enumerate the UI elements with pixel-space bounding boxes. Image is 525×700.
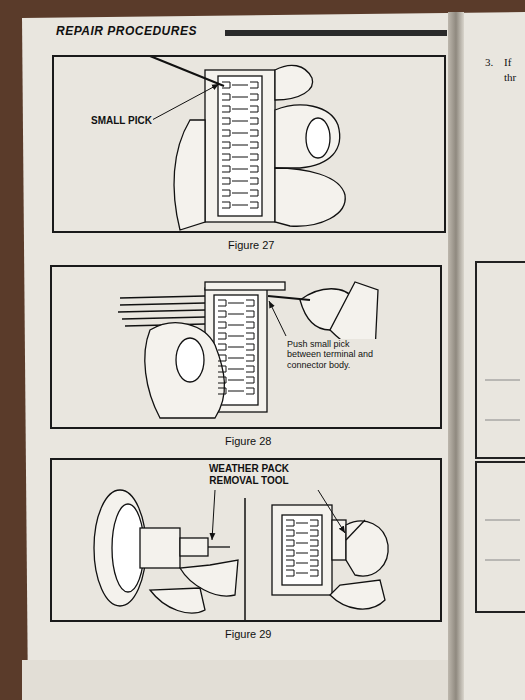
page-text: thr [503, 71, 517, 84]
terminal-row [218, 388, 254, 394]
terminal-row [222, 118, 258, 124]
terminal-row [222, 142, 258, 148]
page-text: 3. [484, 56, 494, 69]
terminal-row [222, 94, 258, 100]
terminal-row [222, 106, 258, 112]
note-text: Push small pick between terminal and con… [286, 339, 380, 370]
terminal-row [218, 333, 254, 339]
terminal-row [286, 540, 318, 546]
terminal-row [218, 322, 254, 328]
figure-frame: SMALL PICKFigure 27 [52, 55, 446, 233]
terminal-row [222, 82, 258, 88]
terminal-row [218, 344, 254, 350]
terminal-row [218, 377, 254, 383]
figure-caption: Figure 28 [224, 435, 272, 448]
figure-caption: Figure 27 [227, 239, 275, 252]
terminal-row [218, 300, 254, 306]
terminal-row [222, 178, 258, 184]
terminal-row [222, 202, 258, 208]
callout-label: SMALL PICK [90, 115, 153, 127]
page-header: REPAIR PROCEDURES [55, 25, 198, 39]
figure-frame: WEATHER PACK REMOVAL TOOLFigure 29 [50, 458, 442, 622]
terminal-row [218, 366, 254, 372]
terminal-row [286, 550, 318, 556]
terminal-row [286, 530, 318, 536]
page-text: If [503, 56, 512, 69]
terminal-row [286, 560, 318, 566]
terminal-row [218, 355, 254, 361]
terminal-row [286, 570, 318, 576]
figure-caption: Figure 29 [224, 628, 272, 641]
callout-label: WEATHER PACK REMOVAL TOOL [192, 463, 306, 486]
terminal-row [222, 190, 258, 196]
terminal-row [218, 311, 254, 317]
terminal-row [222, 154, 258, 160]
terminal-row [222, 166, 258, 172]
terminal-row [222, 130, 258, 136]
figure-frame: Push small pick between terminal and con… [50, 265, 442, 429]
terminal-row [286, 520, 318, 526]
